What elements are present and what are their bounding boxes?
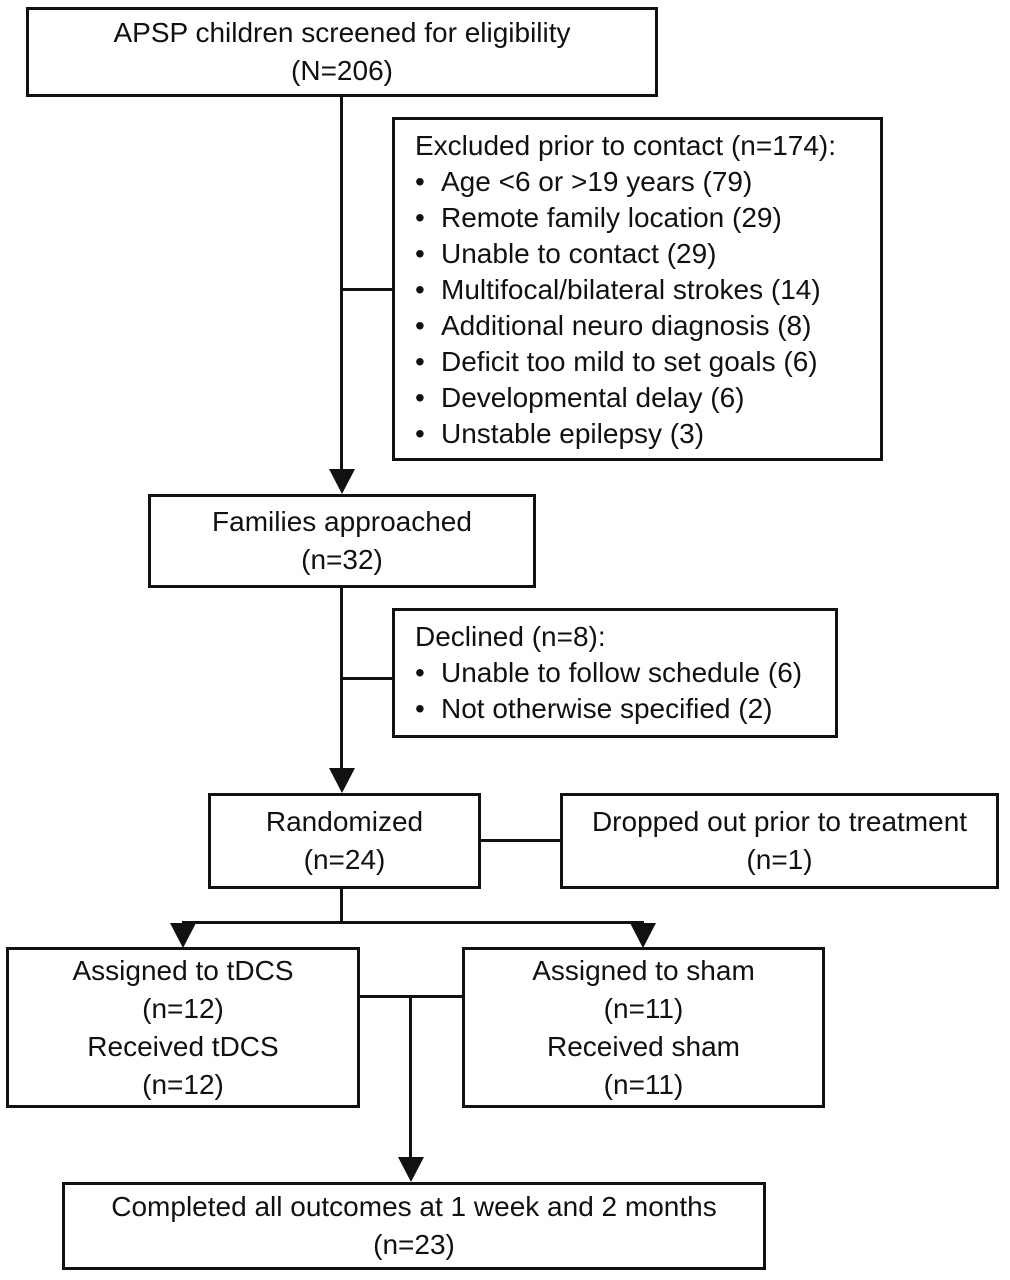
- excluded-item: • Unstable epilepsy (3): [415, 416, 872, 452]
- arrowhead-tdcs-icon: [170, 923, 196, 948]
- box-tdcs: Assigned to tDCS (n=12) Received tDCS (n…: [6, 947, 360, 1108]
- excluded-item-text: Developmental delay (6): [441, 382, 745, 413]
- box-randomized: Randomized (n=24): [208, 793, 481, 889]
- connector-randomized-stub: [340, 887, 343, 924]
- connector-branch-horizontal: [182, 921, 644, 924]
- excluded-item: • Remote family location (29): [415, 200, 872, 236]
- declined-item: • Unable to follow schedule (6): [415, 655, 827, 691]
- box-declined-title: Declined (n=8):: [415, 621, 606, 652]
- box-excluded: Excluded prior to contact (n=174): • Age…: [392, 117, 883, 461]
- connector-to-excluded: [341, 288, 392, 291]
- box-tdcs-line1: Assigned to tDCS: [72, 954, 294, 986]
- connector-randomized-to-dropped: [479, 839, 562, 842]
- box-sham-line4: (n=11): [603, 1068, 684, 1100]
- box-approached-line1: Families approached: [212, 506, 472, 537]
- box-approached-line2: (n=32): [301, 544, 383, 575]
- box-screened-line1: APSP children screened for eligibility: [113, 17, 571, 48]
- declined-item: • Not otherwise specified (2): [415, 691, 827, 727]
- connector-to-declined: [341, 677, 392, 680]
- bullet-icon: •: [415, 238, 425, 269]
- excluded-item-text: Age <6 or >19 years (79): [441, 166, 753, 197]
- box-dropped-line2: (n=1): [746, 844, 813, 875]
- bullet-icon: •: [415, 274, 425, 305]
- box-tdcs-line2: (n=12): [142, 992, 224, 1024]
- bullet-icon: •: [415, 657, 425, 688]
- bullet-icon: •: [415, 382, 425, 413]
- box-sham-line1: Assigned to sham: [532, 954, 755, 986]
- arrowhead-sham-icon: [630, 923, 656, 948]
- excluded-item: • Multifocal/bilateral strokes (14): [415, 272, 872, 308]
- connector-screened-to-approached: [340, 95, 343, 469]
- excluded-item: • Additional neuro diagnosis (8): [415, 308, 872, 344]
- box-approached: Families approached (n=32): [148, 494, 536, 588]
- bullet-icon: •: [415, 693, 425, 724]
- excluded-item: • Developmental delay (6): [415, 380, 872, 416]
- box-tdcs-line4: (n=12): [142, 1068, 224, 1100]
- box-completed: Completed all outcomes at 1 week and 2 m…: [62, 1182, 766, 1270]
- arrowhead-completed-icon: [398, 1157, 424, 1182]
- declined-item-text: Not otherwise specified (2): [441, 693, 773, 724]
- excluded-item-text: Unable to contact (29): [441, 238, 717, 269]
- excluded-item-text: Remote family location (29): [441, 202, 782, 233]
- bullet-icon: •: [415, 310, 425, 341]
- box-sham-line3: Received sham: [547, 1030, 740, 1062]
- box-dropped: Dropped out prior to treatment (n=1): [560, 793, 999, 889]
- box-dropped-line1: Dropped out prior to treatment: [591, 806, 968, 837]
- excluded-item: • Unable to contact (29): [415, 236, 872, 272]
- excluded-item: • Age <6 or >19 years (79): [415, 164, 872, 200]
- arrowhead-randomized-icon: [329, 768, 355, 793]
- box-sham-line2: (n=11): [603, 992, 684, 1024]
- bullet-icon: •: [415, 418, 425, 449]
- bullet-icon: •: [415, 202, 425, 233]
- box-sham: Assigned to sham (n=11) Received sham (n…: [462, 947, 825, 1108]
- box-randomized-line2: (n=24): [303, 844, 386, 875]
- box-declined: Declined (n=8): • Unable to follow sched…: [392, 608, 838, 738]
- excluded-item-text: Multifocal/bilateral strokes (14): [441, 274, 821, 305]
- excluded-item-text: Additional neuro diagnosis (8): [441, 310, 812, 341]
- box-excluded-title: Excluded prior to contact (n=174):: [415, 130, 837, 161]
- bullet-icon: •: [415, 166, 425, 197]
- box-screened: APSP children screened for eligibility (…: [26, 7, 658, 97]
- box-completed-line2: (n=23): [373, 1229, 455, 1260]
- bullet-icon: •: [415, 346, 425, 377]
- box-tdcs-line3: Received tDCS: [87, 1030, 279, 1062]
- excluded-item: • Deficit too mild to set goals (6): [415, 344, 872, 380]
- arrowhead-approached-icon: [329, 469, 355, 494]
- excluded-item-text: Deficit too mild to set goals (6): [441, 346, 818, 377]
- box-completed-line1: Completed all outcomes at 1 week and 2 m…: [111, 1191, 717, 1222]
- connector-groups-to-completed: [409, 995, 412, 1158]
- box-screened-line2: (N=206): [291, 55, 393, 86]
- declined-item-text: Unable to follow schedule (6): [441, 657, 803, 688]
- excluded-item-text: Unstable epilepsy (3): [441, 418, 705, 449]
- box-randomized-line1: Randomized: [265, 806, 424, 837]
